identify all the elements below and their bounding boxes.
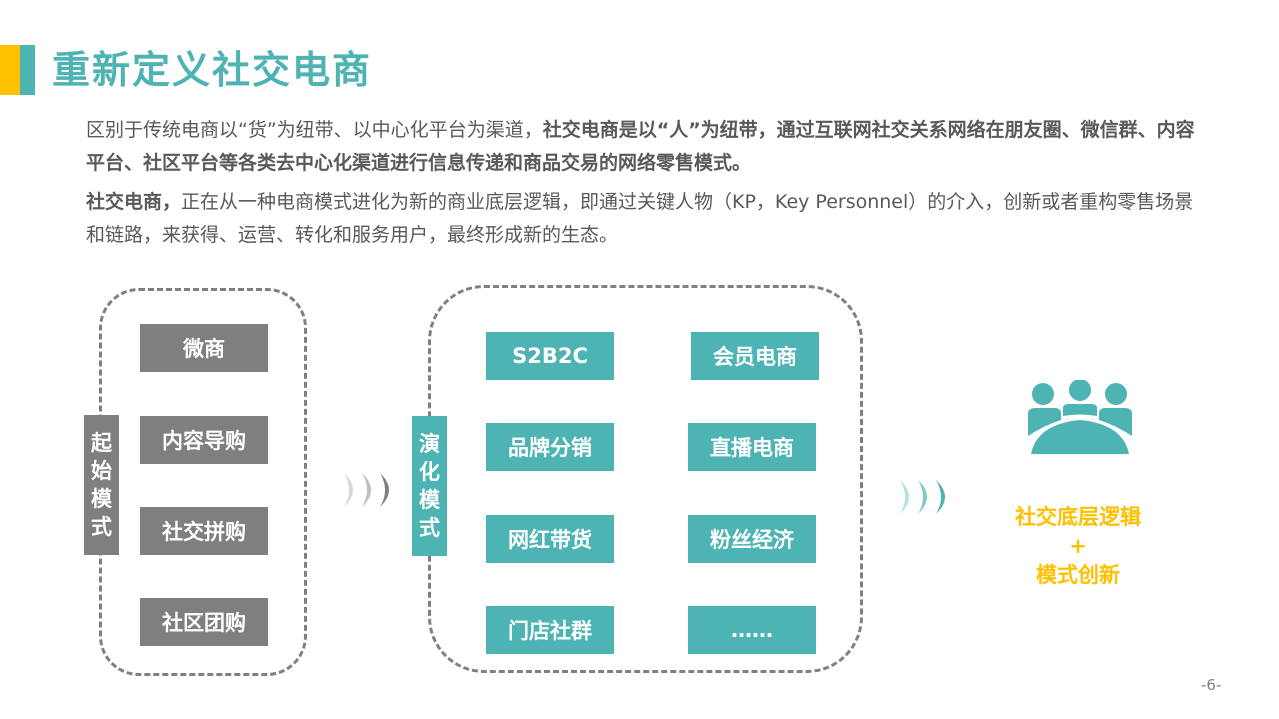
result-summary: 社交底层逻辑 + 模式创新 [1000, 503, 1156, 590]
label-char: 演 [419, 432, 440, 456]
evolved-mode-item: 会员电商 [691, 332, 819, 380]
triple-chevron-gray-icon [340, 470, 400, 510]
evolved-mode-item: S2B2C [486, 332, 614, 380]
initial-modes-label: 起 始 模 式 [84, 415, 119, 555]
triple-chevron-teal-icon [896, 478, 956, 516]
initial-mode-item: 社区团购 [140, 598, 268, 646]
label-char: 模 [91, 487, 112, 511]
page-number: -6- [1201, 676, 1222, 694]
result-line-1: 社交底层逻辑 [1015, 505, 1141, 529]
evolved-mode-item: 粉丝经济 [688, 515, 816, 563]
intro-paragraph-1: 区别于传统电商以“货”为纽带、以中心化平台为渠道，社交电商是以“人”为纽带，通过… [86, 114, 1206, 180]
result-plus: + [1069, 534, 1087, 558]
label-char: 式 [419, 516, 440, 540]
evolved-mode-item: …… [688, 606, 816, 654]
intro-p2-normal: 正在从一种电商模式进化为新的商业底层逻辑，即通过关键人物（KP，Key Pers… [86, 191, 1194, 246]
initial-mode-item: 社交拼购 [140, 507, 268, 555]
evolved-mode-item: 品牌分销 [486, 423, 614, 471]
label-char: 始 [91, 459, 112, 483]
label-char: 化 [419, 460, 440, 484]
initial-mode-item: 微商 [140, 324, 268, 372]
evolved-mode-item: 门店社群 [486, 606, 614, 654]
result-line-2: 模式创新 [1036, 563, 1120, 587]
evolved-mode-item: 网红带货 [486, 515, 614, 563]
evolved-mode-item: 直播电商 [688, 423, 816, 471]
intro-paragraph-2: 社交电商，正在从一种电商模式进化为新的商业底层逻辑，即通过关键人物（KP，Key… [86, 186, 1206, 252]
intro-p1-bold: 社交电商是以“人”为纽带，通过互联网社交关系网络在朋友圈、微信群、内容平台、社区… [86, 119, 1195, 174]
meeting-people-icon [1025, 379, 1135, 455]
intro-p1-normal: 区别于传统电商以“货”为纽带、以中心化平台为渠道， [86, 119, 543, 141]
intro-p2-bold: 社交电商， [86, 191, 182, 213]
title-accent-teal [20, 45, 35, 95]
label-char: 模 [419, 488, 440, 512]
evolved-modes-label: 演 化 模 式 [412, 416, 447, 556]
label-char: 式 [91, 515, 112, 539]
initial-mode-item: 内容导购 [140, 416, 268, 464]
page-title: 重新定义社交电商 [52, 47, 373, 92]
label-char: 起 [91, 431, 112, 455]
title-accent-yellow [0, 45, 20, 95]
